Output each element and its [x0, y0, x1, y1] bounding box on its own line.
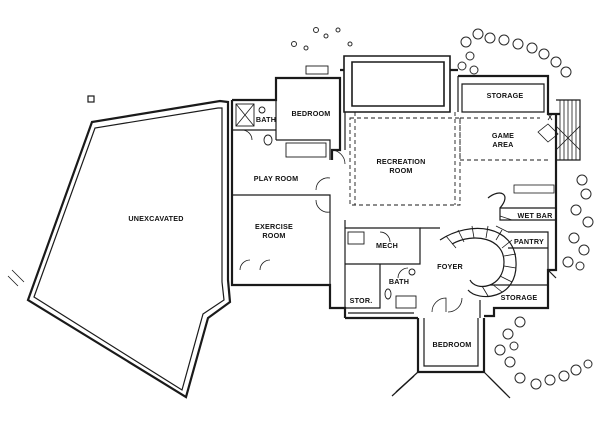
label-mech: MECH — [376, 241, 398, 250]
edge-tick — [7, 269, 25, 287]
label-storage-top: STORAGE — [487, 91, 524, 100]
spiral-stair — [439, 192, 517, 298]
landscape-shrubs — [291, 27, 594, 390]
exterior-wings — [391, 269, 557, 399]
label-recreation-line1: RECREATION — [377, 157, 426, 166]
label-recreation-line2: ROOM — [389, 166, 412, 175]
main-walls — [230, 55, 560, 374]
label-game-area-line1: GAME — [492, 131, 514, 140]
marker-square — [87, 95, 95, 103]
door-swings — [239, 123, 559, 313]
label-exercise-line2: ROOM — [262, 231, 285, 240]
toilet-fixture — [263, 134, 273, 146]
window-box — [305, 65, 329, 75]
label-pantry: PANTRY — [514, 237, 544, 246]
label-exercise-line1: EXERCISE — [255, 222, 293, 231]
label-unexcavated: UNEXCAVATED — [128, 214, 183, 223]
closet-fixture — [285, 142, 327, 158]
label-storage-lower: STORAGE — [501, 293, 538, 302]
fixtures — [235, 65, 581, 309]
sink-lower — [408, 268, 416, 276]
dashed-openings — [349, 112, 548, 206]
room-labels: UNEXCAVATED BATH BEDROOM STORAGE GAME AR… — [128, 91, 553, 349]
label-game-area-line2: AREA — [492, 140, 513, 149]
mech-unit — [347, 231, 365, 245]
label-bedroom-lower: BEDROOM — [433, 340, 472, 349]
sink-fixture — [258, 106, 266, 114]
label-wet-bar: WET BAR — [518, 211, 554, 220]
toilet-lower — [384, 288, 392, 300]
label-bath-upper: BATH — [256, 115, 276, 124]
label-bath-lower: BATH — [389, 277, 409, 286]
tub-lower — [395, 295, 417, 309]
label-stor: STOR. — [350, 296, 373, 305]
label-bedroom-upper: BEDROOM — [292, 109, 331, 118]
bar-counter — [513, 184, 555, 194]
label-foyer: FOYER — [437, 262, 463, 271]
label-play-room: PLAY ROOM — [254, 174, 299, 183]
unexcavated-wing — [7, 95, 232, 399]
